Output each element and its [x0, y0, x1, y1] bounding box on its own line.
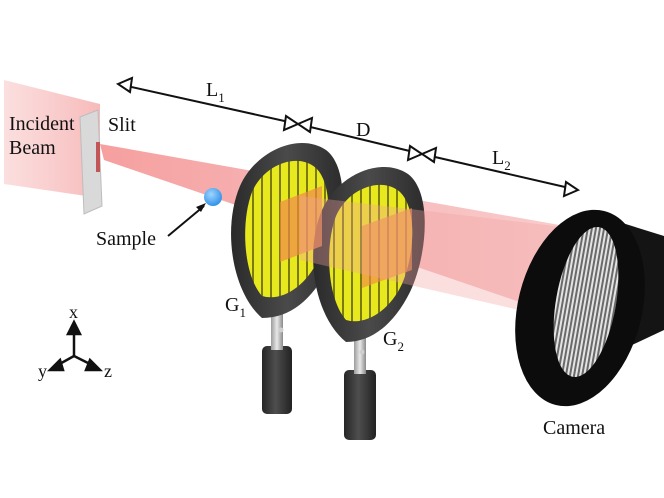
g1-beam-spot	[280, 186, 322, 262]
g1-label-base: G	[225, 294, 239, 316]
axis-y-arrowhead	[46, 357, 65, 372]
beam-label: Beam	[9, 137, 56, 159]
sample-pointer	[167, 205, 205, 237]
slit-opening	[96, 142, 100, 172]
l2-label: L2	[492, 147, 511, 173]
l2-label-sub: 2	[504, 158, 511, 173]
l1-arrowhead-end	[282, 114, 301, 132]
g1-post	[271, 310, 283, 350]
l2-arrowhead-end	[562, 180, 581, 198]
g2-label-sub: 2	[397, 339, 404, 354]
g1-label-sub: 1	[239, 305, 246, 320]
incident-beam	[4, 80, 100, 198]
g2-screw	[359, 349, 365, 355]
dimension-arrows	[115, 76, 581, 198]
g2-label-base: G	[383, 328, 397, 350]
l2-label-base: L	[492, 147, 504, 169]
axis-x-label: x	[69, 302, 78, 322]
incident-label: Incident	[9, 113, 75, 135]
axis-z-label: z	[104, 361, 112, 381]
g2-beam-spot	[362, 208, 412, 288]
l1-label-base: L	[206, 79, 218, 101]
beam-overlay	[300, 196, 590, 326]
d-label: D	[356, 119, 370, 141]
slit-plate	[79, 109, 103, 215]
camera-sensor	[553, 226, 619, 378]
axis-z-arrowhead	[84, 357, 104, 372]
l2-arrowhead-start	[419, 146, 438, 164]
g2-post	[354, 334, 366, 374]
sample-label: Sample	[96, 228, 156, 250]
slit-label: Slit	[108, 114, 136, 136]
d-arrowhead-end	[406, 144, 425, 162]
l1-label: L1	[206, 79, 225, 105]
axis-x-arrowhead	[65, 319, 83, 336]
g1-label: G1	[225, 294, 246, 320]
camera-label: Camera	[543, 417, 605, 439]
l2-line	[421, 153, 579, 191]
l1-line	[117, 83, 299, 125]
d-arrowhead-start	[295, 116, 314, 134]
sample-pointer-head	[196, 203, 206, 212]
g2-base	[344, 370, 376, 440]
l1-arrowhead-start	[115, 76, 134, 94]
axis-y-label: y	[38, 361, 47, 381]
d-line	[297, 123, 423, 155]
sample-sphere	[204, 188, 222, 206]
g1-base	[262, 346, 292, 414]
g1-screw	[278, 327, 284, 333]
camera	[515, 209, 664, 407]
l1-label-sub: 1	[218, 90, 225, 105]
g2-label: G2	[383, 328, 404, 354]
coordinate-axes	[46, 319, 104, 372]
